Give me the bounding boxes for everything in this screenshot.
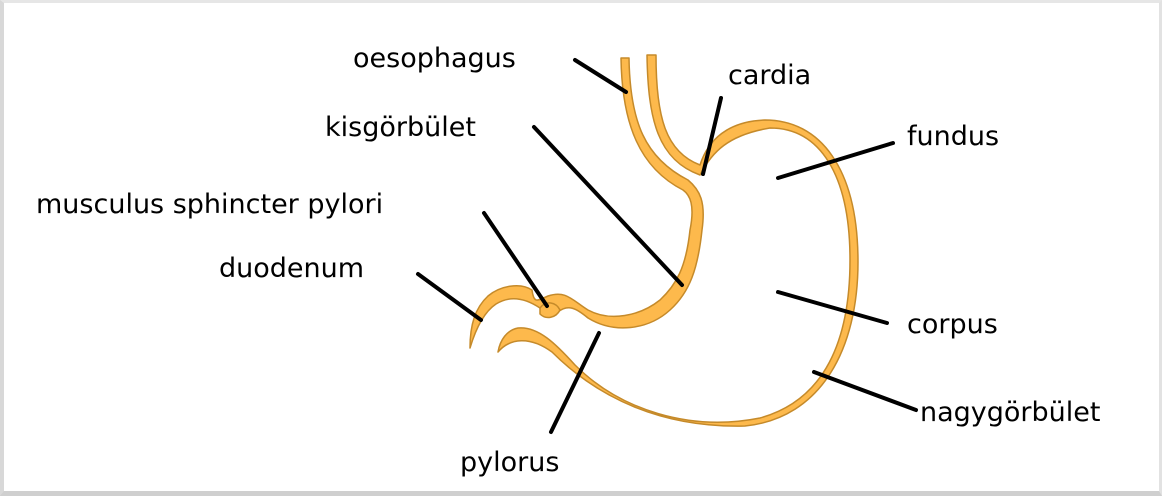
label-kisgorbulet: kisgörbület [325,112,476,143]
label-cardia: cardia [728,60,811,91]
leader-oesophagus [575,60,626,92]
label-oesophagus: oesophagus [353,43,516,74]
leader-kisgorbulet [534,127,682,285]
stomach-outer-wall [498,55,858,426]
leader-duodenum [418,274,481,320]
leader-nagygorbulet [814,372,916,410]
leader-corpus [778,292,887,323]
label-fundus: fundus [907,121,999,152]
label-nagygorbulet: nagygörbület [920,397,1100,428]
label-sphincter: musculus sphincter pylori [36,189,383,220]
label-corpus: corpus [907,309,998,340]
label-duodenum: duodenum [219,253,364,284]
stomach-inner-wall [470,58,703,348]
pyloric-sphincter-ring [540,303,560,318]
label-pylorus: pylorus [460,447,559,478]
